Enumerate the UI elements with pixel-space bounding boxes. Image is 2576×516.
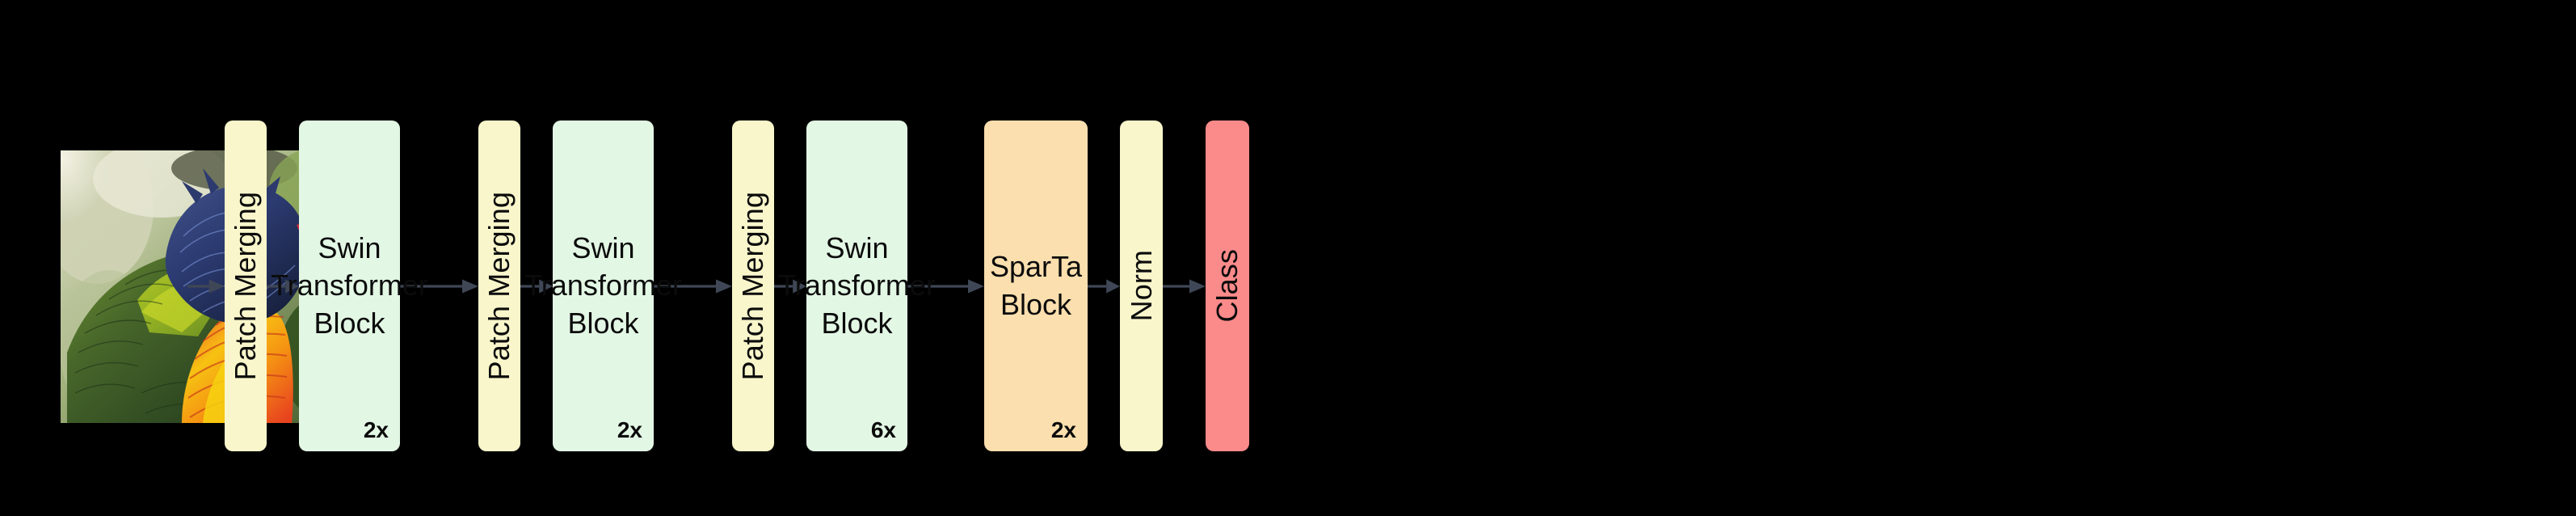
arrow-norm-to-class [1163, 276, 1206, 297]
block-patch-merging-1[interactable]: Patch Merging [225, 121, 267, 451]
block-label: Swin Transformer Block [271, 231, 428, 340]
repeat-count-badge: 6x [870, 417, 896, 442]
arrow-swin1-to-pm2 [400, 276, 478, 297]
block-label: Patch Merging [736, 191, 769, 381]
repeat-count-badge: 2x [1050, 417, 1076, 442]
block-label: SparTa Block [989, 250, 1083, 321]
arrow-pm3-to-swin3 [774, 276, 806, 297]
block-patch-merging-2[interactable]: Patch Merging [478, 121, 520, 451]
block-swin-block-2[interactable]: Swin Transformer Block 2x [524, 121, 682, 451]
arrow-sparta-to-norm [1088, 276, 1120, 297]
block-norm-block[interactable]: Norm [1120, 121, 1163, 451]
block-swin-block-1[interactable]: Swin Transformer Block 2x [271, 121, 428, 451]
arrow-pm1-to-swin1 [267, 276, 299, 297]
repeat-count-badge: 2x [617, 417, 642, 442]
block-label: Norm [1124, 250, 1158, 322]
arrow-swin3-to-sparta [907, 276, 984, 297]
block-label: Class [1210, 249, 1244, 323]
arrow-swin2-to-pm3 [654, 276, 732, 297]
block-label: Patch Merging [229, 191, 262, 381]
block-class-block[interactable]: Class [1206, 121, 1249, 451]
block-sparta-block[interactable]: SparTa Block 2x [984, 121, 1088, 451]
block-label: Patch Merging [482, 191, 516, 381]
repeat-count-badge: 2x [363, 417, 389, 442]
block-label: Swin Transformer Block [778, 231, 936, 340]
block-swin-block-3[interactable]: Swin Transformer Block 6x [778, 121, 936, 451]
arrow-image-to-pm1 [187, 276, 225, 297]
arrow-pm2-to-swin2 [520, 276, 553, 297]
block-patch-merging-3[interactable]: Patch Merging [732, 121, 774, 451]
block-label: Swin Transformer Block [524, 231, 682, 340]
